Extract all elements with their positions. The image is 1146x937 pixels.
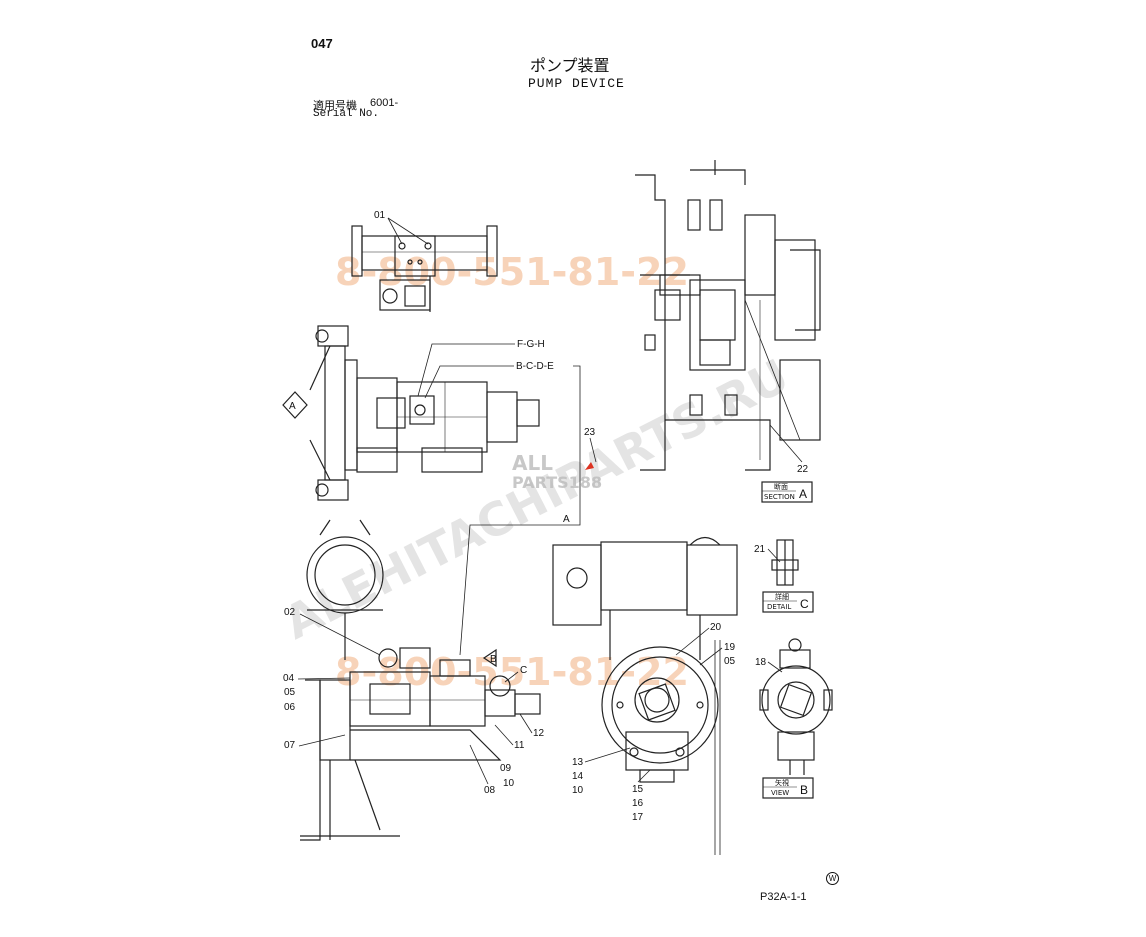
section-a-view xyxy=(635,160,821,471)
leader-fgh xyxy=(417,343,515,397)
callout-15: 15 xyxy=(632,784,644,795)
leader-12 xyxy=(519,713,533,734)
leader-19 xyxy=(699,647,723,666)
page-title-english: PUMP DEVICE xyxy=(528,76,625,91)
detail-box-jp: 詳細 xyxy=(775,592,789,601)
callout-13: 13 xyxy=(572,757,584,768)
view-box-en: VIEW xyxy=(771,789,789,797)
leader-20 xyxy=(675,627,710,656)
callout-04: 04 xyxy=(283,673,295,684)
pump-top-view xyxy=(351,225,498,312)
callout-23: 23 xyxy=(584,427,596,438)
section-a-box: 断面 SECTION A xyxy=(761,481,813,503)
callout-14: 14 xyxy=(572,771,584,782)
callout-16: 16 xyxy=(632,798,644,809)
view-a-marker-label: A xyxy=(289,401,296,412)
callout-18: 18 xyxy=(755,657,767,668)
callout-08: 08 xyxy=(484,785,496,796)
callout-09: 09 xyxy=(500,763,512,774)
leader-13 xyxy=(584,747,631,763)
leader-a-bracket xyxy=(459,365,581,656)
label-bcde: B-C-D-E xyxy=(516,361,554,372)
serial-label-japanese: 適用号機 xyxy=(313,99,357,112)
callout-17: 17 xyxy=(632,812,644,823)
detail-box-letter: C xyxy=(800,597,809,611)
leader-08 xyxy=(469,744,489,785)
detail-c-view xyxy=(771,539,799,586)
view-box-jp: 矢視 xyxy=(775,778,789,787)
callout-01: 01 xyxy=(374,210,386,221)
watermark-logo-top: ALL xyxy=(512,451,553,475)
section-box-letter: A xyxy=(799,487,807,501)
callout-19: 19 xyxy=(724,642,736,653)
watermark-logo-bottom: PARTS188 xyxy=(512,473,602,492)
callout-05-left: 05 xyxy=(284,687,296,698)
view-b-arrow xyxy=(482,648,497,668)
page-number: 047 xyxy=(311,36,333,51)
callout-06: 06 xyxy=(284,702,296,713)
view-b-box: 矢視 VIEW B xyxy=(762,777,814,799)
callout-02: 02 xyxy=(284,607,296,618)
detail-c-box: 詳細 DETAIL C xyxy=(762,591,814,613)
label-fgh: F-G-H xyxy=(517,339,545,350)
view-box-letter: B xyxy=(800,783,808,797)
callout-22: 22 xyxy=(797,464,809,475)
serial-label-english: Serial No. xyxy=(313,108,380,120)
callout-20: 20 xyxy=(710,622,722,633)
callout-05-right: 05 xyxy=(724,656,736,667)
leader-04 xyxy=(297,677,351,680)
drawing-code: P32A-1-1 xyxy=(760,891,807,903)
c-marker-label: C xyxy=(520,665,527,676)
view-a-arrow xyxy=(282,391,308,419)
detail-box-en: DETAIL xyxy=(767,603,791,611)
watermark-logo-mark xyxy=(585,462,594,470)
page-title-japanese: ポンプ装置 xyxy=(530,56,610,75)
leader-02 xyxy=(299,613,381,656)
leader-01b xyxy=(387,217,429,245)
section-box-jp: 断面 xyxy=(774,482,788,491)
leader-11 xyxy=(494,724,514,746)
callout-10-left: 10 xyxy=(503,778,515,789)
section-box-en: SECTION xyxy=(764,493,795,501)
leader-bcde xyxy=(424,365,514,399)
leader-18 xyxy=(767,661,783,673)
leader-21 xyxy=(767,548,781,563)
callout-07: 07 xyxy=(284,740,296,751)
pump-side-view xyxy=(309,325,540,501)
callout-12: 12 xyxy=(533,728,545,739)
leader-15 xyxy=(637,769,651,783)
pump-main-assembly xyxy=(300,519,541,841)
pump-front-view xyxy=(552,536,738,855)
label-a-line: A xyxy=(563,514,570,525)
leader-01a xyxy=(387,217,403,245)
leader-23 xyxy=(589,437,597,463)
serial-value: 6001- xyxy=(370,97,399,109)
callout-10-right: 10 xyxy=(572,785,584,796)
watermark-phone-top: 8-800-551-81-22 xyxy=(335,250,689,294)
revision-mark: W xyxy=(826,872,839,885)
leader-07 xyxy=(298,734,346,747)
callout-11: 11 xyxy=(514,740,525,751)
view-b-drawing xyxy=(759,638,833,775)
leader-22 xyxy=(769,424,803,463)
callout-21: 21 xyxy=(754,544,766,555)
watermark-site: ALEHITACHIPARTS.RU xyxy=(275,348,797,649)
view-b-marker-label: B xyxy=(490,654,497,665)
leader-c xyxy=(504,671,519,683)
